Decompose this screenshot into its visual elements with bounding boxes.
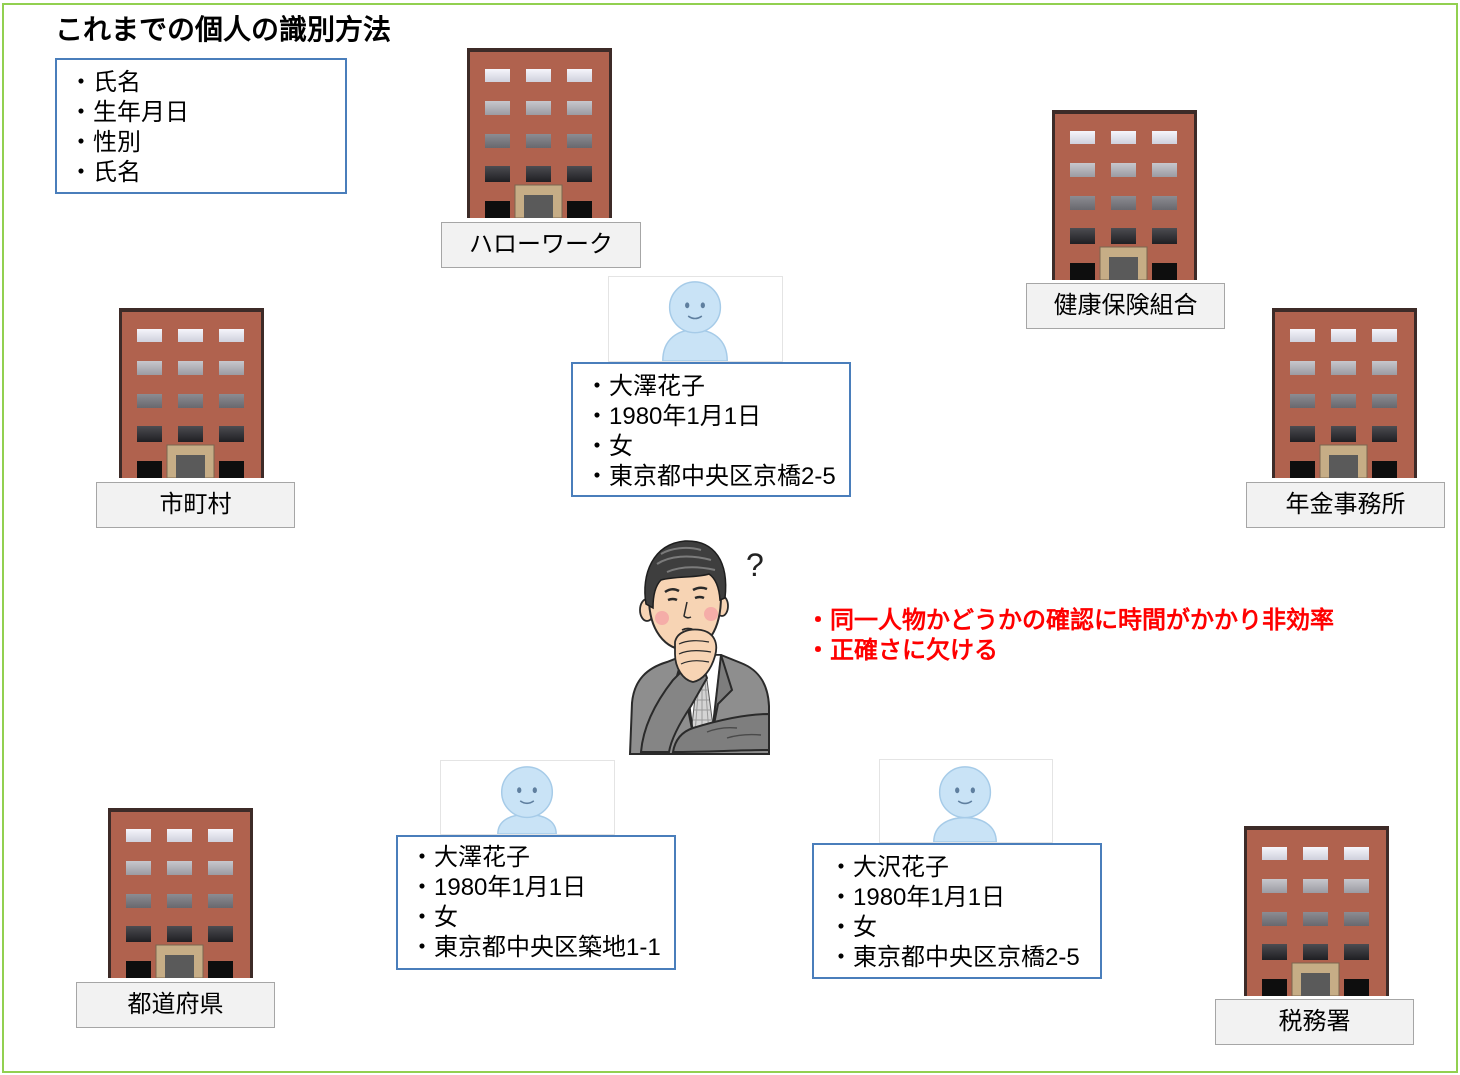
office-building-icon [1272,308,1417,478]
office-building-icon [108,808,253,978]
record-address: ・東京都中央区京橋2-5 [585,463,836,490]
organization-label: 市町村 [96,482,295,528]
question-mark: ? [746,547,764,583]
issue-item: ・同一人物かどうかの確認に時間がかかり非効率 [806,607,1334,634]
office-building-icon [1052,110,1197,280]
record-sex: ・女 [410,904,458,931]
record-birthdate: ・1980年1月1日 [410,874,587,901]
record-address: ・東京都中央区築地1-1 [410,934,661,961]
person-record-card: ・大沢花子 ・1980年1月1日 ・女 ・東京都中央区京橋2-5 [812,843,1102,979]
record-sex: ・女 [585,433,633,460]
person-record-card: ・大澤花子 ・1980年1月1日 ・女 ・東京都中央区築地1-1 [396,835,676,970]
organization-label: 税務署 [1215,999,1414,1045]
organization-label: 都道府県 [76,982,275,1028]
identification-criteria-box: ・氏名 ・生年月日 ・性別 ・氏名 [55,58,347,194]
office-building-icon [1244,826,1389,996]
criteria-item: ・生年月日 [69,99,189,126]
person-icon [608,276,783,362]
person-record-card: ・大澤花子 ・1980年1月1日 ・女 ・東京都中央区京橋2-5 [571,362,851,497]
office-building-icon [467,48,612,218]
record-name: ・大澤花子 [585,373,705,400]
organization-label: 年金事務所 [1246,482,1445,528]
record-address: ・東京都中央区京橋2-5 [829,944,1080,971]
criteria-item: ・氏名 [69,159,141,186]
criteria-item: ・性別 [69,129,141,156]
diagram-frame [2,3,1458,1073]
organization-label: 健康保険組合 [1026,283,1225,329]
issues-list: ・同一人物かどうかの確認に時間がかかり非効率 ・正確さに欠ける [806,606,1334,666]
person-icon [440,760,615,835]
office-building-icon [119,308,264,478]
record-birthdate: ・1980年1月1日 [829,884,1006,911]
criteria-item: ・氏名 [69,69,141,96]
person-icon [879,759,1053,843]
organization-label: ハローワーク [441,222,641,268]
record-name: ・大沢花子 [829,854,949,881]
page-title: これまでの個人の識別方法 [55,14,392,45]
thinking-man-icon [628,540,770,755]
record-name: ・大澤花子 [410,844,530,871]
record-sex: ・女 [829,914,877,941]
record-birthdate: ・1980年1月1日 [585,403,762,430]
issue-item: ・正確さに欠ける [806,637,998,664]
